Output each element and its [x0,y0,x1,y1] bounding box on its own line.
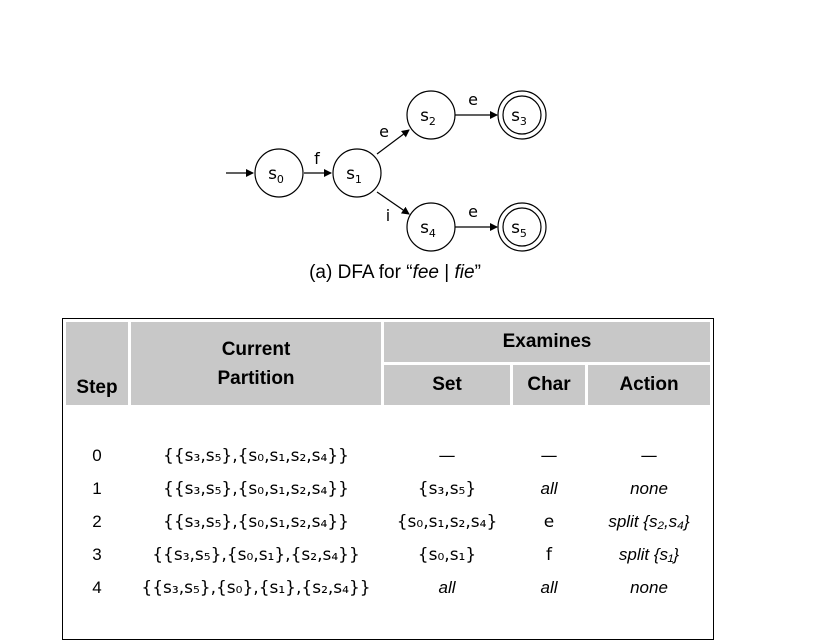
action-cell: split {s₂,s₄} [608,512,690,531]
action-cell: none [630,479,668,498]
svg-text:s5: s5 [511,218,527,240]
edge-s2-s3: e [455,90,498,119]
edge-label-s4-s5: e [468,202,478,221]
edge-label-s1-s4: i [386,206,390,225]
header-examines: Examines [384,322,710,362]
caption-separator: | [438,262,455,283]
action-cell: split {s₁} [618,545,680,564]
set-cell: all [438,578,456,597]
header-current: Current [221,338,291,360]
edge-s4-s5: e [455,202,498,231]
char-cell: f [546,545,552,565]
table-row: 2 {{s₃,s₅},{s₀,s₁,s₂,s₄}} {s₀,s₁,s₂,s₄} … [66,507,710,537]
char-cell: all [540,479,558,498]
state-s0: s0 [254,148,304,198]
step-cell: 4 [92,578,102,597]
char-cell: all [540,578,558,597]
header-set: Set [384,365,510,405]
svg-text:s1: s1 [346,164,362,186]
set-cell: — [438,446,456,466]
action-cell: — [640,446,658,466]
caption-word-fee: fee [412,262,439,283]
diagram-caption: (a) DFA for “fee | fie” [0,262,790,284]
step-cell: 1 [92,479,102,498]
edge-s0-s1: f [304,149,332,177]
partition-cell: {{s₃,s₅},{s₀,s₁},{s₂,s₄}} [152,545,360,565]
caption-suffix: ” [474,262,481,283]
state-s1: s1 [332,148,382,198]
svg-text:s3: s3 [511,106,527,128]
caption-word-fie: fie [454,262,475,283]
step-cell: 2 [92,512,102,531]
table-row: 1 {{s₃,s₅},{s₀,s₁,s₂,s₄}} {s₃,s₅} all no… [66,474,710,504]
edge-label-s0-s1: f [314,149,320,168]
dfa-diagram: f e i e e s0 s1 s2 s3 s4 s5 [226,90,547,252]
step-cell: 3 [92,545,102,564]
state-s4: s4 [406,202,456,252]
svg-text:s2: s2 [420,106,436,128]
edge-s1-s4: i [376,191,410,225]
action-cell: none [630,578,668,597]
set-cell: {s₀,s₁} [417,545,477,565]
char-cell: e [543,512,555,532]
partition-cell: {{s₃,s₅},{s₀,s₁,s₂,s₄}} [163,446,349,466]
partition-cell: {{s₃,s₅},{s₀},{s₁},{s₂,s₄}} [141,578,371,598]
state-s2: s2 [406,90,456,140]
svg-text:s4: s4 [420,218,436,240]
edge-s1-s2: e [376,122,410,155]
set-cell: {s₃,s₅} [417,479,477,499]
header-partition: Partition [217,367,295,389]
header-action: Action [588,365,710,405]
table-row: 3 {{s₃,s₅},{s₀,s₁},{s₂,s₄}} {s₀,s₁} f sp… [66,540,710,570]
set-cell: {s₀,s₁,s₂,s₄} [396,512,498,532]
edge-label-s1-s2: e [379,122,389,141]
partition-cell: {{s₃,s₅},{s₀,s₁,s₂,s₄}} [163,512,349,532]
svg-text:s0: s0 [268,164,284,186]
caption-prefix: (a) DFA for “ [309,262,413,283]
edge-label-s2-s3: e [468,90,478,109]
state-s5-accepting: s5 [497,202,547,252]
table-row: 0 {{s₃,s₅},{s₀,s₁,s₂,s₄}} — — — [66,441,710,471]
partition-cell: {{s₃,s₅},{s₀,s₁,s₂,s₄}} [163,479,349,499]
state-s3-accepting: s3 [497,90,547,140]
char-cell: — [540,446,558,466]
step-cell: 0 [92,446,102,465]
header-step: Step [66,322,128,405]
header-char: Char [513,365,585,405]
table-row: 4 {{s₃,s₅},{s₀},{s₁},{s₂,s₄}} all all no… [66,573,710,603]
